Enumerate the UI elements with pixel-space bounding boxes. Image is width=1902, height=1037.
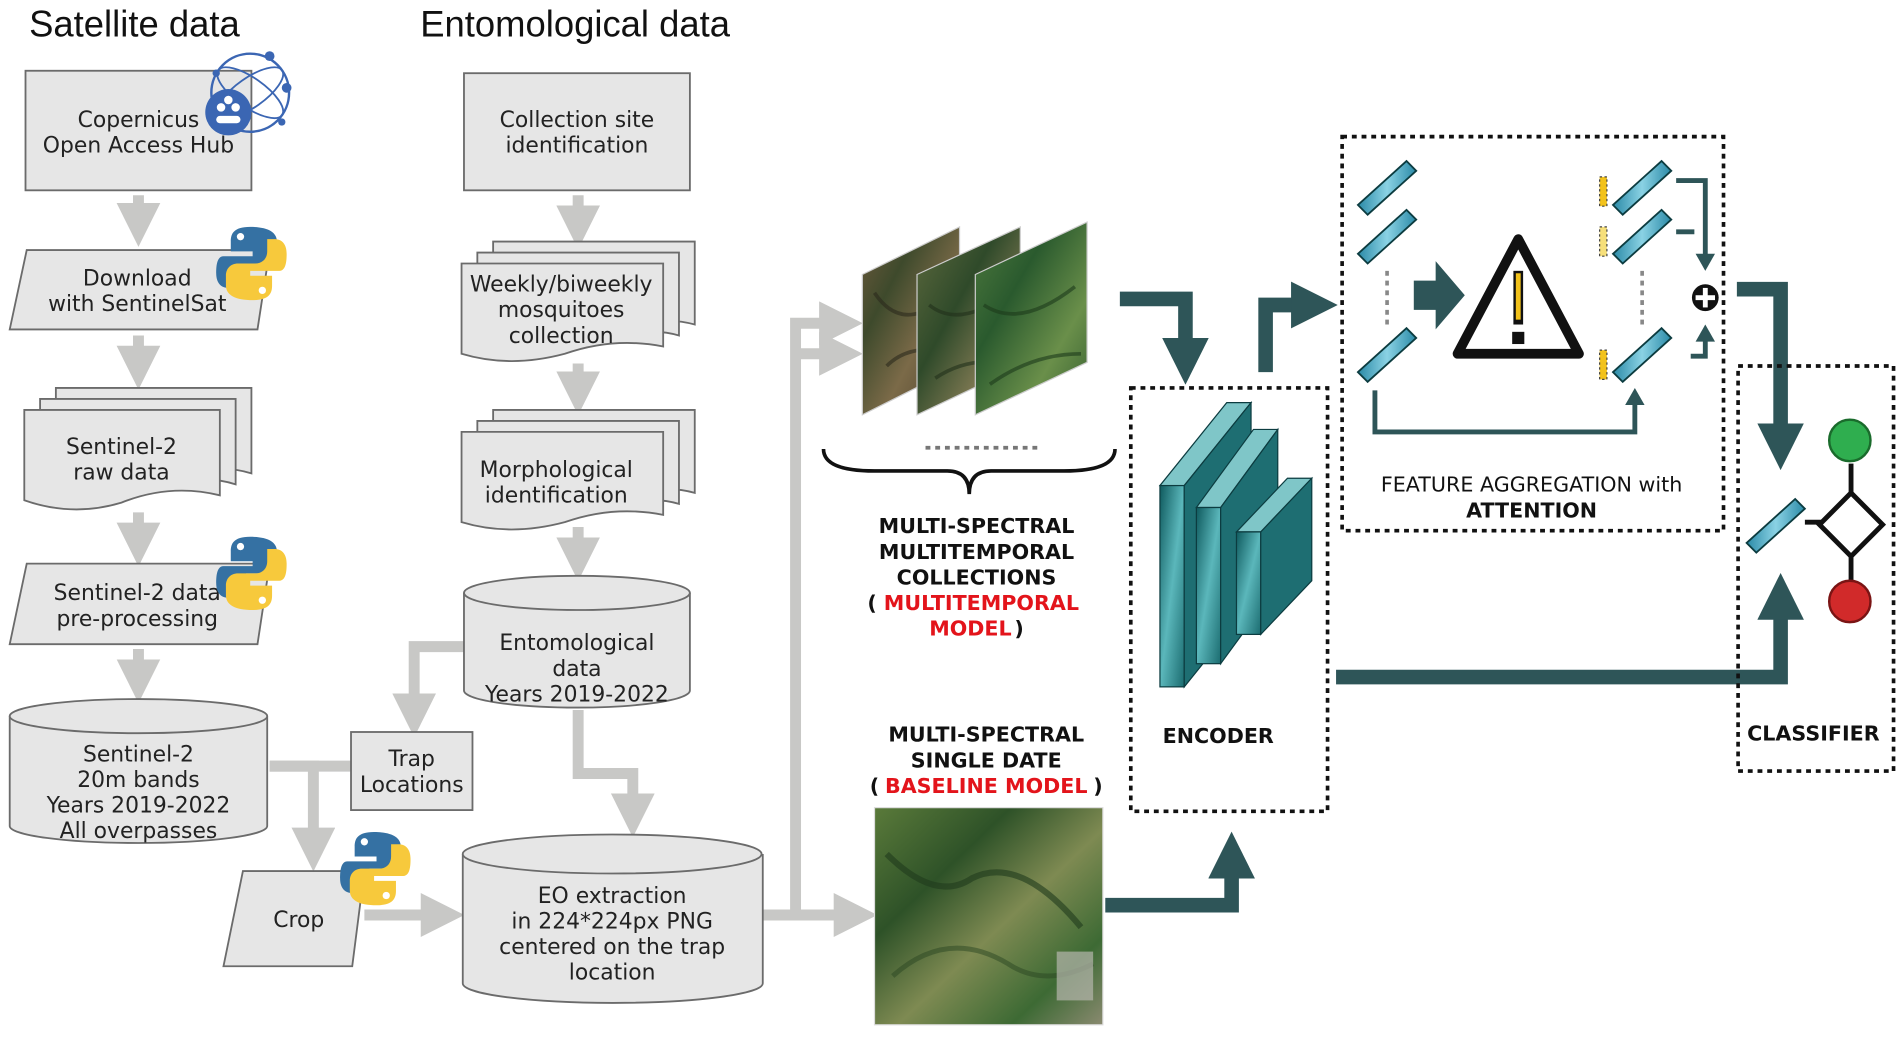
satellite-header: Satellite data <box>29 4 240 45</box>
sentinel-bands-database: Sentinel-2 20m bands Years 2019-2022 All… <box>8 698 269 844</box>
download-line2: with SentinelSat <box>48 292 227 317</box>
preprocessing-line2: pre-processing <box>56 607 218 632</box>
sd-paren-open: ( <box>870 774 879 798</box>
feature-blocks-right <box>1599 159 1673 384</box>
aggregation-arrows <box>1372 178 1716 435</box>
mt-paren-open: ( <box>867 591 876 615</box>
baseline-model-label: BASELINE MODEL <box>885 774 1088 798</box>
warning-icon <box>1452 234 1584 359</box>
eo-extraction-database: EO extraction in 224*224px PNG centered … <box>461 833 764 1004</box>
decision-node <box>1804 463 1887 584</box>
python-logo-icon-3 <box>340 832 411 906</box>
encoder-box <box>1128 386 1330 814</box>
classifier-label: CLASSIFIER <box>1747 721 1880 745</box>
weekly-line2: mosquitoes <box>498 298 625 323</box>
site-line1: Collection site <box>500 108 655 133</box>
single-date-image <box>873 807 1104 1026</box>
classifier-feature-block <box>1745 497 1807 554</box>
copernicus-line2: Open Access Hub <box>43 133 234 158</box>
feature-aggregation-label: FEATURE AGGREGATION with <box>1381 473 1682 497</box>
model-arrows <box>1105 281 1804 913</box>
preprocessing-parallelogram: Sentinel-2 data pre-processing <box>8 562 271 646</box>
eo-line4: location <box>569 961 656 986</box>
weekly-line1: Weekly/biweekly <box>470 273 653 298</box>
weekly-line3: collection <box>509 324 614 349</box>
sentinel-raw-documents: Sentinel-2 raw data <box>23 387 253 511</box>
copernicus-line1: Copernicus <box>78 108 200 133</box>
preprocessing-line1: Sentinel-2 data <box>54 581 221 606</box>
copernicus-box: Copernicus Open Access Hub <box>24 69 253 192</box>
multitemporal-image-stack <box>821 221 1117 495</box>
weekly-collection-documents: Weekly/biweekly mosquitoes collection <box>460 240 696 362</box>
site-line2: identification <box>505 133 648 158</box>
single-date-caption: MULTI-SPECTRAL SINGLE DATE ( BASELINE MO… <box>870 723 1103 798</box>
eo-line3: centered on the trap <box>499 935 725 960</box>
mt-paren-close: ) <box>1014 617 1023 641</box>
trap-line2: Locations <box>360 773 464 798</box>
eo-line2: in 224*224px PNG <box>511 909 712 934</box>
sd-label1: MULTI-SPECTRAL <box>888 723 1084 747</box>
download-line1: Download <box>83 266 192 291</box>
bands-line1: Sentinel-2 <box>83 742 194 767</box>
feature-aggregation-box <box>1340 134 1726 533</box>
sd-paren-close: ) <box>1093 774 1102 798</box>
eo-line1: EO extraction <box>538 884 687 909</box>
entomological-header: Entomological data <box>420 4 730 45</box>
sd-label2: SINGLE DATE <box>911 748 1062 772</box>
bands-line4: All overpasses <box>60 819 218 844</box>
feature-blocks-left <box>1356 159 1418 384</box>
mt-model2: MODEL <box>929 617 1011 641</box>
python-logo-icon-2 <box>216 536 287 610</box>
mt-model1: MULTITEMPORAL <box>884 591 1079 615</box>
mt-label2: MULTITEMPORAL <box>879 540 1074 564</box>
morphological-documents: Morphological identification <box>460 409 696 531</box>
entomological-database: Entomological data Years 2019-2022 <box>463 574 691 709</box>
classifier-box <box>1736 364 1896 773</box>
bands-line3: Years 2019-2022 <box>46 793 231 818</box>
crop-parallelogram: Crop <box>222 870 366 968</box>
mt-label1: MULTI-SPECTRAL <box>879 514 1075 538</box>
encoder-layers <box>1158 400 1314 689</box>
python-logo-icon <box>216 226 287 301</box>
raw-line2: raw data <box>73 460 169 485</box>
positive-class-node <box>1827 418 1872 463</box>
attention-label: ATTENTION <box>1466 498 1597 522</box>
morpho-line1: Morphological <box>480 458 633 483</box>
collection-site-box: Collection site identification <box>463 72 691 192</box>
entomological-arrows <box>269 195 878 937</box>
crop-label: Crop <box>273 908 324 933</box>
raw-line1: Sentinel-2 <box>66 435 177 460</box>
download-parallelogram: Download with SentinelSat <box>8 249 271 331</box>
ento-line2: data <box>552 657 601 682</box>
trap-locations-box: Trap Locations <box>350 731 474 811</box>
mt-label3: COLLECTIONS <box>897 565 1057 589</box>
ento-line3: Years 2019-2022 <box>484 682 669 707</box>
ento-line1: Entomological <box>499 631 654 656</box>
bands-line2: 20m bands <box>77 768 199 793</box>
multitemporal-caption: MULTI-SPECTRAL MULTITEMPORAL COLLECTIONS… <box>867 514 1079 641</box>
encoder-label: ENCODER <box>1163 724 1274 748</box>
negative-class-node <box>1827 579 1872 624</box>
circled-plus-icon <box>1691 284 1719 312</box>
morpho-line2: identification <box>485 484 628 509</box>
copernicus-logo-icon <box>205 51 292 136</box>
trap-line1: Trap <box>388 747 435 772</box>
